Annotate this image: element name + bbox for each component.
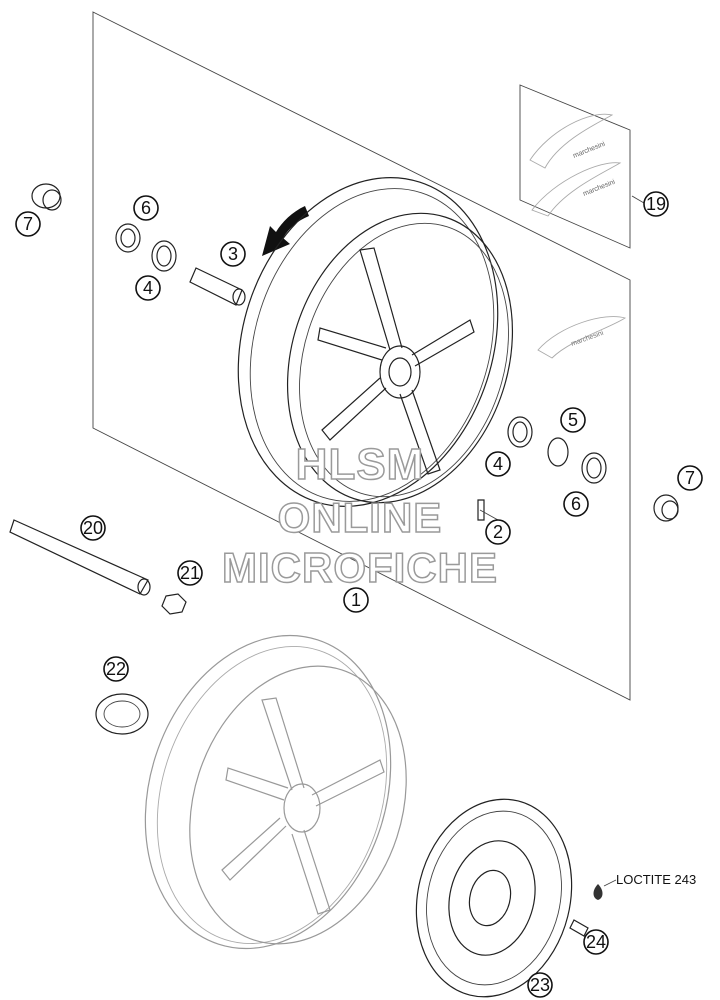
rotation-arrow-icon (262, 206, 309, 256)
wheel-decal: marchesini (537, 316, 627, 359)
parts-right (477, 416, 679, 522)
svg-text:5: 5 (568, 410, 578, 430)
svg-text:24: 24 (586, 932, 606, 952)
svg-text:20: 20 (83, 518, 103, 538)
callout-6a: 6 (133, 195, 159, 221)
svg-text:3: 3 (228, 244, 238, 264)
decal-panel: marchesini marchesini (519, 84, 645, 249)
svg-text:6: 6 (571, 494, 581, 514)
svg-text:6: 6 (141, 198, 151, 218)
callout-23: 23 (527, 972, 553, 998)
watermark-line-2: ONLINE (277, 493, 443, 542)
svg-text:2: 2 (493, 522, 503, 542)
watermark-line-3: MICROFICHE (221, 543, 498, 592)
loctite-note: LOCTITE 243 (616, 872, 697, 887)
front-wheel-ghost (144, 634, 407, 950)
svg-text:23: 23 (530, 975, 550, 995)
callout-2: 2 (485, 519, 511, 545)
callout-4b: 4 (485, 451, 511, 477)
callout-19: 19 (643, 191, 669, 217)
callout-21: 21 (177, 560, 203, 586)
parts-upper (31, 183, 246, 306)
callout-24: 24 (583, 929, 609, 955)
callout-6b: 6 (563, 491, 589, 517)
svg-text:19: 19 (646, 194, 666, 214)
svg-text:21: 21 (180, 563, 200, 583)
callout-3: 3 (220, 241, 246, 267)
callout-20: 20 (80, 515, 106, 541)
svg-text:4: 4 (493, 454, 503, 474)
front-wheel-main (237, 177, 514, 507)
svg-text:7: 7 (23, 214, 33, 234)
disc-bolt (569, 879, 617, 937)
assembly-panel (92, 11, 631, 701)
decal-text-3: marchesini (570, 330, 605, 348)
callout-5: 5 (560, 407, 586, 433)
callout-1: 1 (343, 587, 369, 613)
callout-7b: 7 (677, 465, 703, 491)
callout-4a: 4 (135, 275, 161, 301)
brake-disc (415, 798, 573, 998)
svg-text:7: 7 (685, 468, 695, 488)
axle-parts (9, 519, 187, 615)
watermark-line-1: HLSM (295, 439, 425, 490)
callout-22: 22 (103, 656, 129, 682)
svg-text:4: 4 (143, 278, 153, 298)
decal-text-1: marchesini (572, 141, 606, 160)
sensor-ring (95, 693, 149, 735)
svg-text:22: 22 (106, 659, 126, 679)
svg-text:1: 1 (351, 590, 361, 610)
callout-7a: 7 (15, 211, 41, 237)
leader-lines (479, 509, 499, 521)
